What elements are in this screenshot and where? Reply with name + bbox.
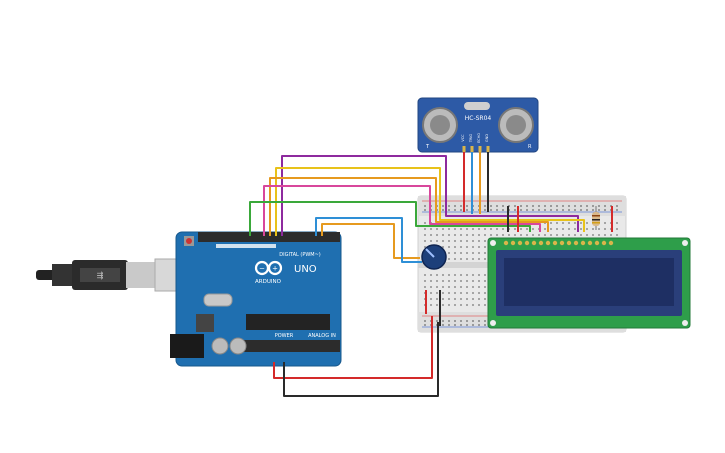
wire-black-gnd	[283, 322, 439, 397]
sensor-model-label: HC-SR04	[465, 115, 492, 122]
arduino-brand-label: ARDUINO	[255, 279, 282, 285]
resistor	[592, 206, 600, 230]
wire-red-5v	[273, 316, 433, 379]
arduino-uno-board: DIGITAL (PWM~) − + UNO ARDUINO POWER ANA…	[170, 231, 342, 367]
svg-text:−: −	[259, 265, 265, 273]
arduino-logo-icon: − +	[254, 260, 283, 276]
arduino-model-label: UNO	[294, 264, 317, 275]
wire-green	[249, 201, 531, 236]
sensor-pin-label: TRIG	[469, 134, 473, 144]
arduino-power-label: POWER	[275, 333, 294, 339]
usb-cable: ⇶	[36, 258, 186, 292]
potentiometer	[421, 244, 447, 270]
arduino-digital-label: DIGITAL (PWM~)	[279, 252, 321, 258]
sensor-pin-label: GND	[485, 134, 489, 142]
wire-yellow	[275, 167, 585, 236]
ultrasonic-sensor: HC-SR04 T R VCC TRIG ECHO GND	[417, 97, 539, 153]
arduino-analog-label: ANALOG IN	[308, 333, 336, 339]
sensor-left-mark: T	[425, 144, 430, 150]
wire-purple	[281, 155, 579, 236]
wire-blue	[315, 217, 422, 263]
svg-text:⇶: ⇶	[97, 271, 104, 280]
wire-orange	[269, 177, 549, 236]
svg-text:+: +	[272, 265, 278, 273]
wires	[249, 152, 613, 397]
wire-pink	[263, 185, 541, 236]
sensor-pin-label: ECHO	[477, 133, 481, 143]
lcd-16x2	[487, 237, 691, 329]
sensor-pin-label: VCC	[461, 134, 465, 142]
sensor-right-mark: R	[528, 144, 532, 150]
